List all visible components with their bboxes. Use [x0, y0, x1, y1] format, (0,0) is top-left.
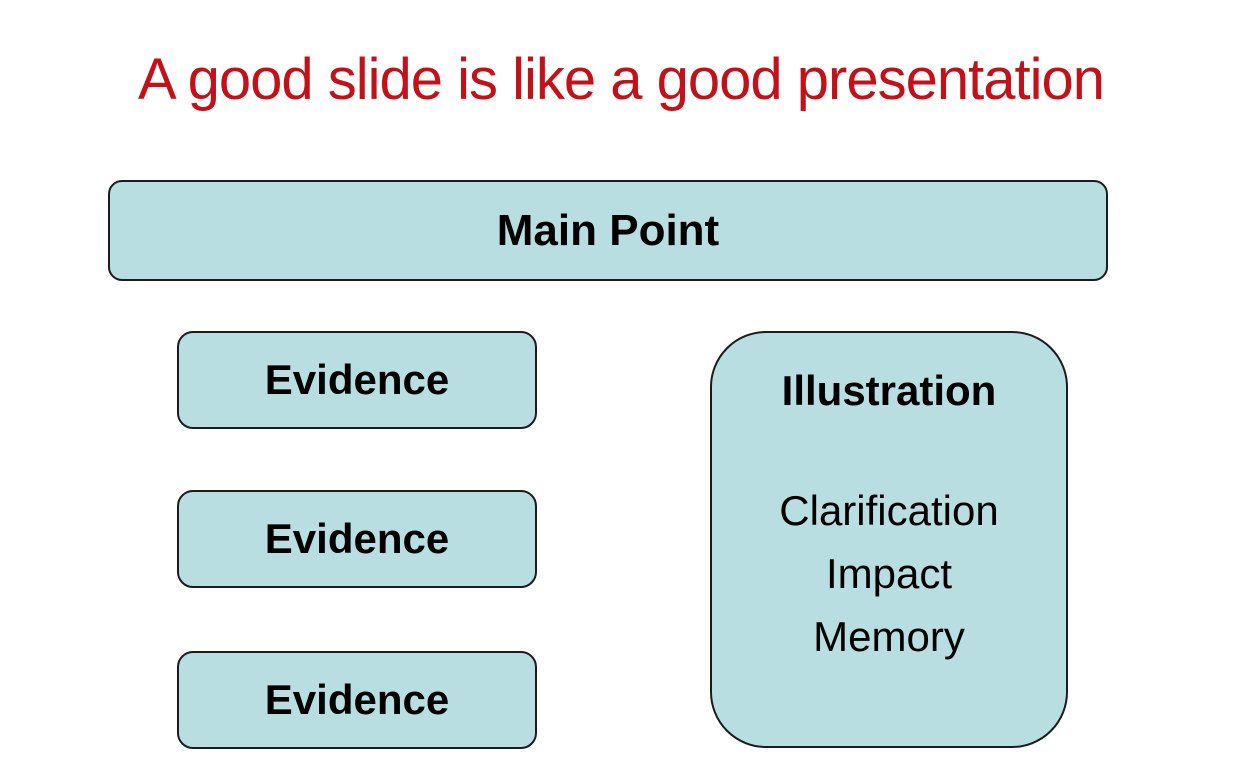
illustration-item-list: Clarification Impact Memory — [779, 479, 998, 668]
illustration-item: Clarification — [779, 487, 999, 534]
main-point-label: Main Point — [496, 205, 720, 255]
evidence-box-2: Evidence — [177, 490, 537, 588]
evidence-label: Evidence — [264, 676, 450, 723]
evidence-box-3: Evidence — [177, 651, 537, 749]
illustration-item: Impact — [825, 550, 953, 597]
illustration-heading: Illustration — [781, 367, 997, 414]
illustration-box: Illustration Clarification Impact Memory — [710, 331, 1068, 748]
evidence-box-1: Evidence — [177, 331, 537, 429]
slide-title: A good slide is like a good presentation — [137, 47, 1105, 112]
main-point-box: Main Point — [108, 180, 1108, 281]
evidence-label: Evidence — [264, 515, 450, 562]
evidence-label: Evidence — [264, 356, 450, 403]
illustration-item: Memory — [813, 613, 965, 660]
